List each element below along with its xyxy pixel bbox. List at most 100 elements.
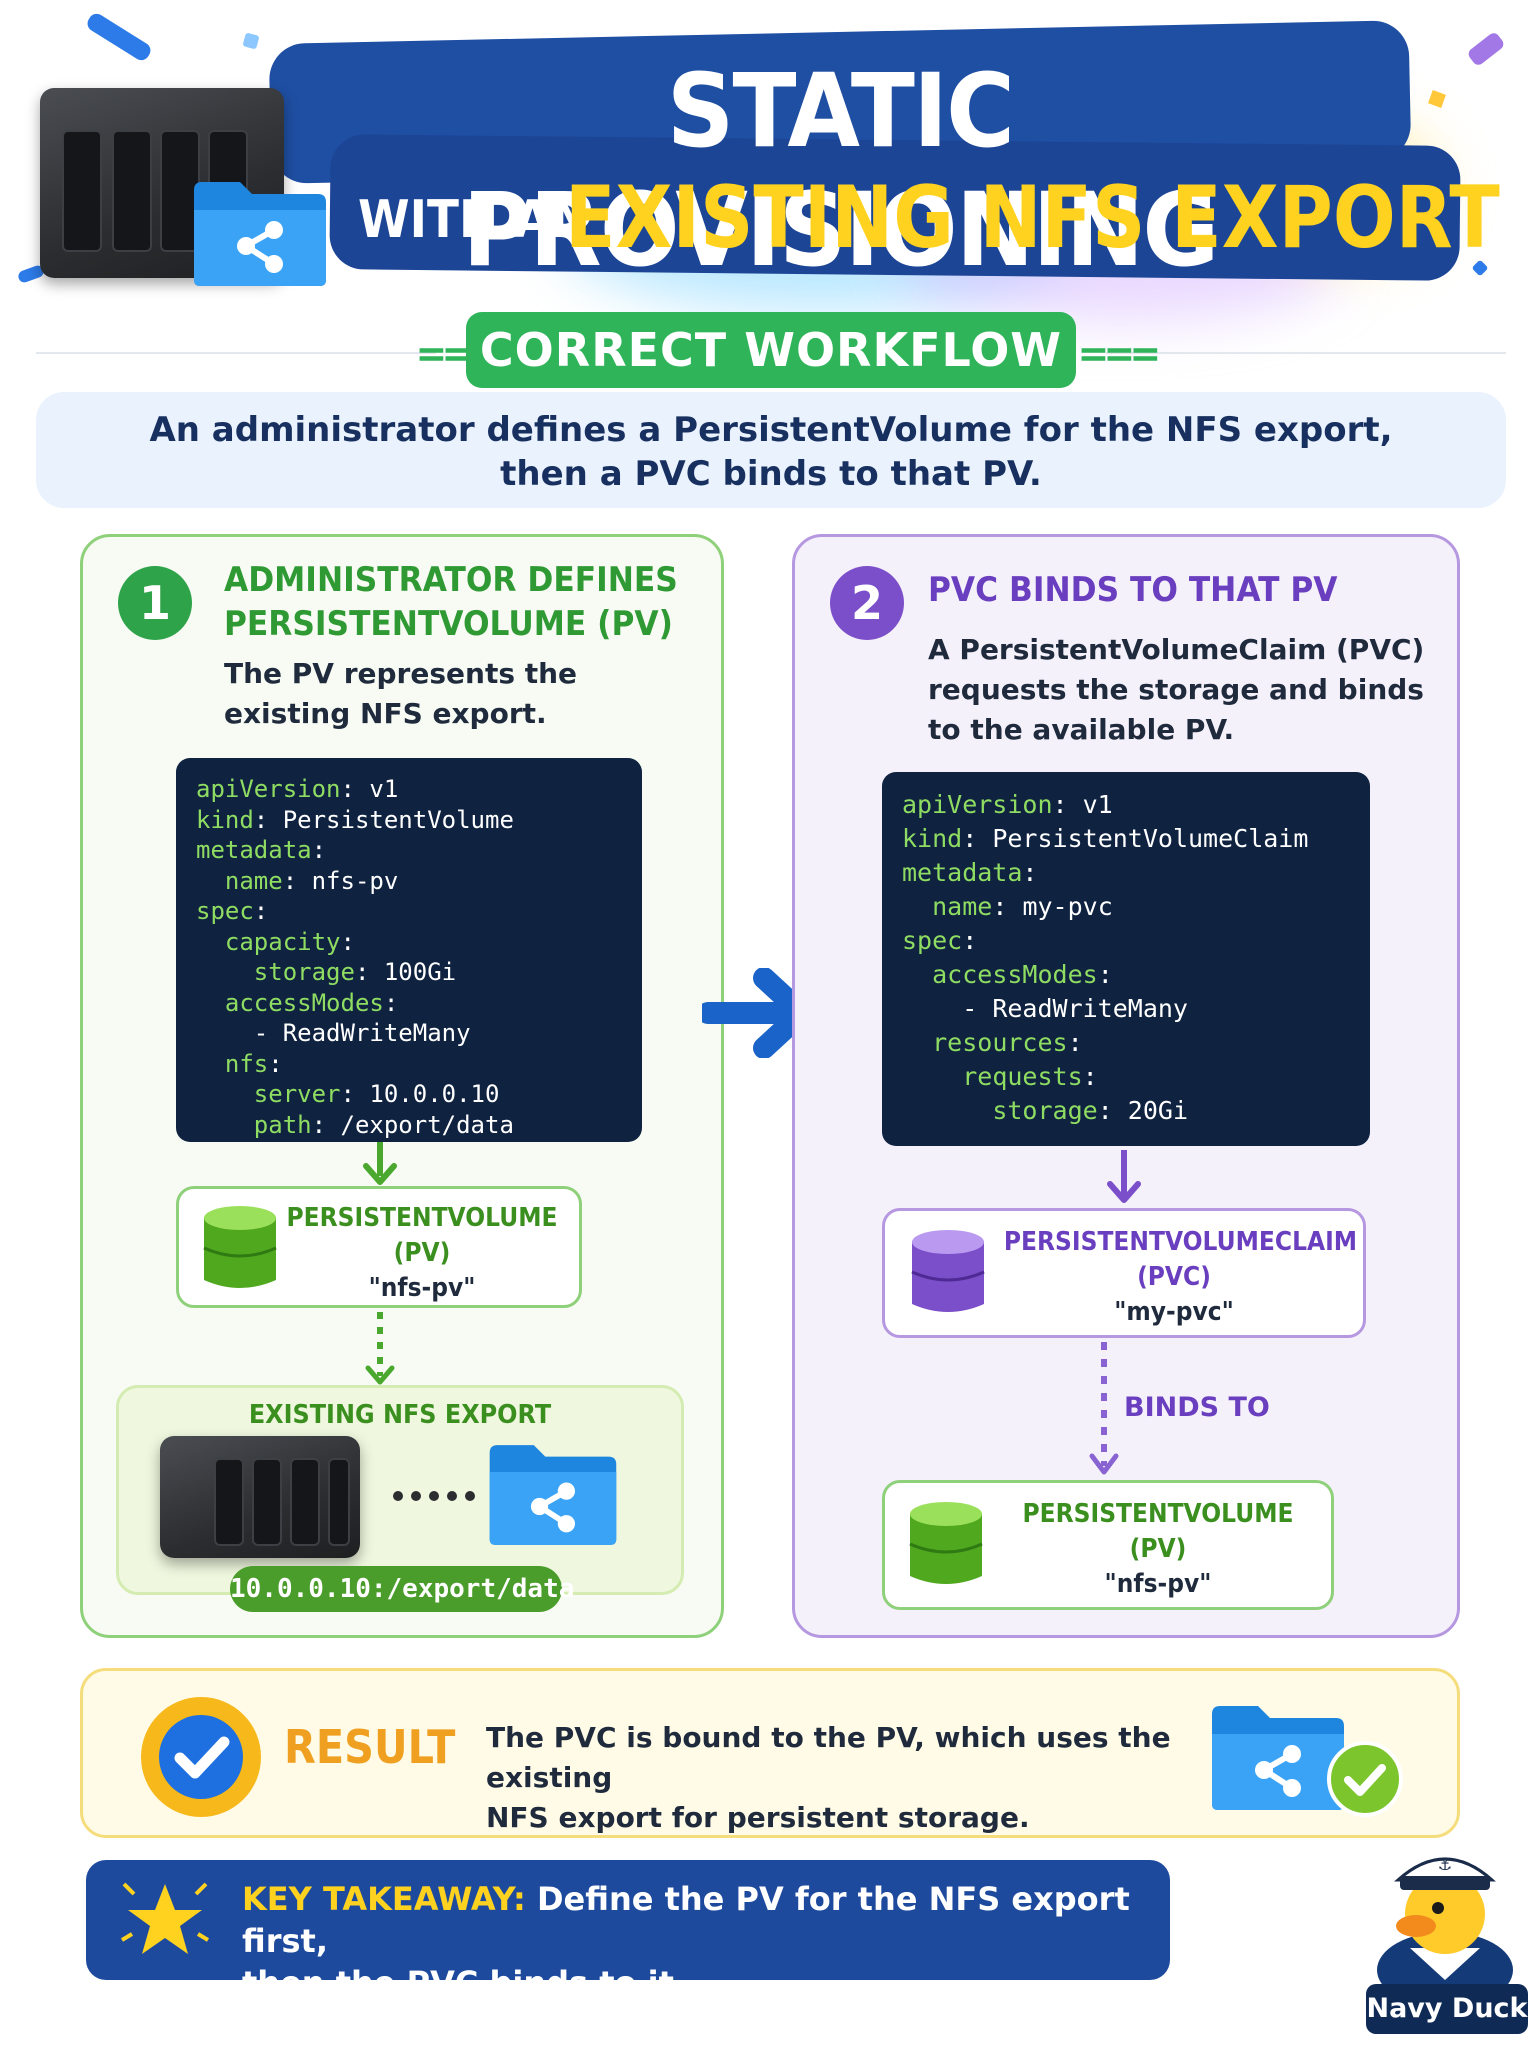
nfs-export-path: 10.0.0.10:/export/data [230, 1566, 574, 1612]
pv-resource-card: PERSISTENTVOLUME (PV) "nfs-pv" [882, 1480, 1334, 1610]
code-value: my-pvc [1007, 892, 1113, 921]
step-1-description: The PV represents the existing NFS expor… [224, 657, 578, 730]
intro-banner: An administrator defines a PersistentVol… [36, 392, 1506, 508]
share-folder-icon [194, 182, 326, 286]
step-2-title: PVC BINDS TO THAT PV [928, 570, 1338, 610]
key-takeaway-label: KEY TAKEAWAY: [242, 1880, 526, 1918]
code-line: resources: [932, 1028, 1083, 1057]
database-icon [203, 1206, 277, 1288]
confetti-icon [242, 32, 260, 50]
code-key: path [253, 1110, 312, 1139]
arrow-down-dotted-icon [365, 1312, 395, 1385]
intro-line-2: then a PVC binds to that PV. [500, 454, 1042, 494]
navy-duck-mascot-icon: ⚓ [1377, 1855, 1513, 1990]
code-line: accessModes: [224, 988, 399, 1017]
divider [1106, 352, 1506, 354]
step-2-badge: 2 [830, 566, 904, 640]
code-key: name [932, 892, 993, 921]
code-line: name: my-pvc [932, 892, 1113, 921]
page-title: STATIC PROVISIONING [462, 52, 1219, 290]
code-line: nfs: [224, 1049, 283, 1078]
code-line: metadata: [902, 858, 1038, 887]
code-line: apiVersion: v1 [902, 790, 1113, 819]
code-line: kind: PersistentVolume [196, 805, 514, 834]
code-key: requests [962, 1062, 1083, 1091]
connection-dots-icon [393, 1491, 475, 1501]
code-line: accessModes: [932, 960, 1113, 989]
code-value: /export/data [326, 1110, 514, 1139]
result-label: RESULT [284, 1720, 456, 1774]
code-key: metadata [902, 858, 1023, 887]
code-key: kind [196, 805, 254, 834]
code-line: name: nfs-pv [224, 866, 399, 895]
arrow-down-icon [363, 1142, 397, 1185]
star-icon [120, 1882, 210, 1954]
code-value: 100Gi [369, 958, 457, 986]
code-key: storage [253, 958, 355, 986]
code-key: accessModes [224, 988, 384, 1017]
code-value: 10.0.0.10 [354, 1080, 500, 1108]
code-line: storage: 20Gi [992, 1096, 1188, 1125]
database-icon [909, 1502, 983, 1584]
code-key: resources [932, 1028, 1068, 1057]
sparkle-icon: ⩶ [1080, 322, 1159, 376]
code-value: - ReadWriteMany [253, 1019, 471, 1047]
confetti-icon [1428, 90, 1446, 108]
code-line: spec: [902, 926, 978, 955]
code-key: metadata [196, 836, 312, 864]
code-key: name [224, 866, 283, 895]
arrow-down-dotted-icon [1089, 1342, 1119, 1475]
code-line: path: /export/data [253, 1110, 514, 1139]
divider [36, 352, 436, 354]
pvc-yaml-code-block: apiVersion: v1 kind: PersistentVolumeClai… [882, 772, 1370, 1146]
code-line: kind: PersistentVolumeClaim [902, 824, 1309, 853]
code-key: nfs [224, 1049, 269, 1078]
check-circle-icon [141, 1697, 261, 1817]
code-key: apiVersion [196, 775, 341, 803]
code-value: PersistentVolume [268, 805, 514, 834]
svg-text:⚓: ⚓ [1438, 1855, 1452, 1874]
page-title-prefix: WITH AN [358, 190, 590, 250]
code-value: - ReadWriteMany [962, 994, 1188, 1023]
step-1-badge: 1 [118, 566, 192, 640]
code-line: - ReadWriteMany [196, 1018, 622, 1049]
code-value: nfs-pv [297, 866, 399, 895]
database-icon [911, 1230, 985, 1312]
key-takeaway-banner [86, 1860, 1170, 1980]
step-1-title: ADMINISTRATOR DEFINES PERSISTENTVOLUME (… [224, 560, 678, 644]
step-2-description: A PersistentVolumeClaim (PVC) requests t… [928, 633, 1425, 746]
workflow-label: CORRECT WORKFLOW [466, 312, 1076, 388]
code-value: PersistentVolumeClaim [977, 824, 1309, 853]
mascot-label: Navy Duck [1366, 1984, 1528, 2034]
code-line: spec: [196, 897, 269, 925]
code-key: kind [902, 824, 963, 853]
confetti-icon [1466, 30, 1506, 68]
code-line: server: 10.0.0.10 [253, 1080, 500, 1108]
nas-device-icon [160, 1436, 360, 1558]
key-takeaway-text: KEY TAKEAWAY: Define the PV for the NFS … [242, 1880, 1130, 2002]
intro-line-1: An administrator defines a PersistentVol… [149, 410, 1393, 450]
code-value: 20Gi [1112, 1096, 1188, 1125]
binds-to-label: BINDS TO [1124, 1392, 1270, 1423]
code-line: storage: 100Gi [253, 958, 457, 986]
code-line: requests: [962, 1062, 1098, 1091]
code-line: capacity: [224, 927, 355, 956]
confetti-icon [84, 10, 154, 64]
code-key: spec [902, 926, 963, 955]
nfs-export-title: EXISTING NFS EXPORT [248, 1400, 552, 1430]
code-key: storage [992, 1096, 1098, 1125]
page-title-highlight: EXISTING NFS EXPORT [565, 168, 1500, 268]
code-value: v1 [1067, 790, 1113, 819]
result-text: The PVC is bound to the PV, which uses t… [486, 1721, 1171, 1834]
code-value: v1 [354, 775, 399, 803]
check-badge-icon [1327, 1741, 1403, 1817]
code-key: apiVersion [902, 790, 1053, 819]
code-key: accessModes [932, 960, 1098, 989]
code-line: metadata: [196, 836, 327, 864]
arrow-down-icon [1107, 1150, 1141, 1203]
share-folder-icon [1212, 1706, 1344, 1810]
code-key: capacity [224, 927, 341, 956]
share-folder-icon [489, 1445, 617, 1545]
code-line: apiVersion: v1 [196, 775, 399, 803]
